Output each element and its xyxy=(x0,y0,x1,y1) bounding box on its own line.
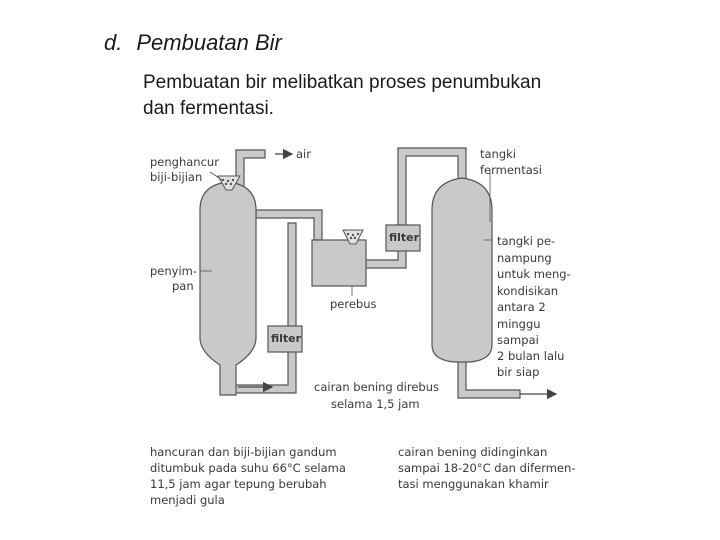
label-penyimpan-2: pan xyxy=(172,279,194,293)
cooker-grain-icon xyxy=(346,232,360,240)
label-penampung-1: tangki pe- xyxy=(497,234,555,248)
pipe-cooker-to-filter xyxy=(364,249,407,269)
intro-line-2: dan fermentasi. xyxy=(143,98,274,119)
section-heading: d. Pembuatan Bir xyxy=(104,30,282,56)
pipe-water-inlet xyxy=(235,149,266,191)
label-penampung-7: sampai xyxy=(497,333,539,347)
section-letter: d. xyxy=(104,30,123,55)
caption-left-line-3: 11,5 jam agar tepung berubah xyxy=(150,477,327,491)
leader-lines xyxy=(200,170,492,296)
label-penghancur-1: penghancur xyxy=(150,155,219,169)
fermentation-tank xyxy=(431,177,493,363)
intro-text: Pembuatan bir melibatkan proses penumbuk… xyxy=(143,70,643,122)
intro-line-1: Pembuatan bir melibatkan proses penumbuk… xyxy=(143,72,542,93)
label-penampung-6: minggu xyxy=(497,317,541,331)
caption-right-line-3: tasi menggunakan khamir xyxy=(398,477,549,491)
label-penampung-5: antara 2 xyxy=(497,300,546,314)
label-penampung-9: bir siap xyxy=(497,365,539,379)
label-penampung-2: nampung xyxy=(497,251,552,265)
caption-left: hancuran dan biji-bijian gandum ditumbuk… xyxy=(150,444,346,508)
section-title: Pembuatan Bir xyxy=(136,30,282,55)
caption-left-line-4: menjadi gula xyxy=(150,493,225,507)
caption-left-line-2: ditumbuk pada suhu 66°C selama xyxy=(150,461,346,475)
label-filter-top: filter xyxy=(389,231,420,244)
caption-left-line-1: hancuran dan biji-bijian gandum xyxy=(150,445,337,459)
storage-tank xyxy=(199,181,257,396)
label-tangki-fermentasi-2: fermentasi xyxy=(480,163,542,177)
label-tangki-fermentasi-1: tangki xyxy=(480,147,516,161)
label-air: air xyxy=(296,147,311,161)
caption-right-line-1: cairan bening didinginkan xyxy=(398,445,548,459)
caption-right: cairan bening didinginkan sampai 18-20°C… xyxy=(398,444,575,492)
label-cairan-1: cairan bening direbus xyxy=(314,380,439,394)
label-penampung-8: 2 bulan lalu xyxy=(497,349,564,363)
label-penghancur-2: biji-bijian xyxy=(150,170,202,184)
filter-box-bottom xyxy=(267,325,303,353)
label-cairan-2: selama 1,5 jam xyxy=(331,397,420,411)
label-penyimpan-1: penyim- xyxy=(150,264,197,278)
label-filter-bottom: filter xyxy=(271,332,302,345)
label-perebus: perebus xyxy=(330,297,377,311)
caption-right-line-2: sampai 18-20°C dan difermen- xyxy=(398,461,576,475)
filter-box-top xyxy=(385,224,421,252)
cooker xyxy=(311,239,367,287)
label-penampung-4: kondisikan xyxy=(497,284,558,298)
label-penampung-3: untuk meng- xyxy=(497,267,571,281)
grinder-grain-icon xyxy=(221,178,235,186)
